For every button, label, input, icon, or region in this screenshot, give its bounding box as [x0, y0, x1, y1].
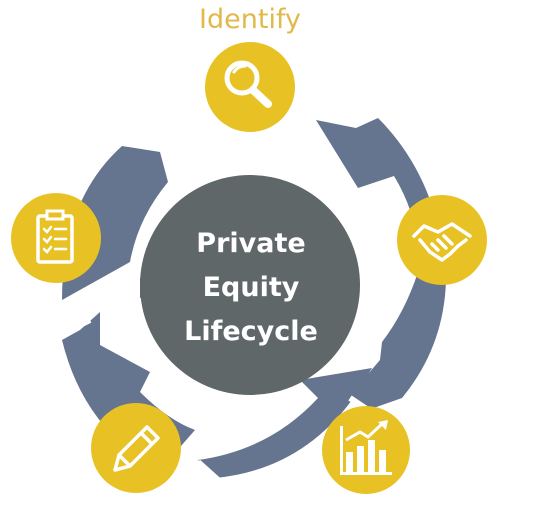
node-checklist — [11, 193, 101, 283]
cycle-gap — [195, 459, 221, 483]
node-circle — [205, 42, 295, 132]
center-title: Private Equity Lifecycle — [146, 222, 356, 354]
center-title-line: Private — [196, 228, 306, 259]
core-circle — [140, 175, 360, 395]
magnifier-icon — [224, 60, 272, 108]
stage-label-identify: Identify — [199, 4, 301, 35]
cycle-arrow-top-right — [316, 118, 443, 268]
cycle-gap — [60, 317, 92, 337]
handshake-icon — [412, 222, 472, 262]
node-circle — [91, 403, 181, 493]
node-growth — [322, 406, 410, 494]
center-title-line: Lifecycle — [184, 316, 318, 347]
node-identify — [205, 42, 295, 132]
growth-chart-icon — [340, 420, 392, 475]
node-circle — [397, 195, 487, 285]
checklist-icon — [36, 209, 74, 264]
node-circle — [322, 406, 410, 494]
pencil-icon — [113, 425, 160, 472]
cycle-arrow-bottom — [198, 368, 372, 478]
center-title-line: Equity — [202, 272, 300, 303]
cycle-arrow-right — [350, 268, 447, 410]
node-pencil — [91, 403, 181, 493]
node-handshake — [397, 195, 487, 285]
core-pointer — [140, 278, 166, 298]
